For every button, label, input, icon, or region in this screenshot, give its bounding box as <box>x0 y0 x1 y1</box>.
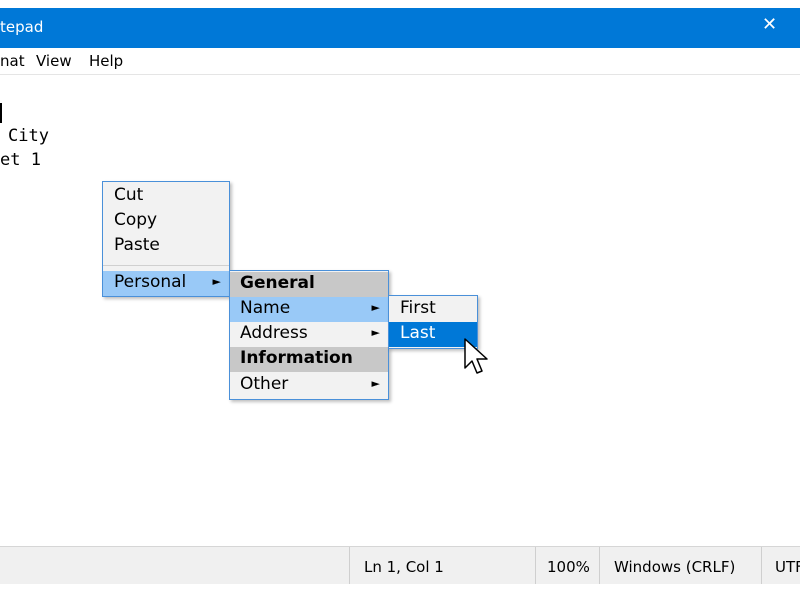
menu-item-label: First <box>400 298 436 318</box>
menu-item-last[interactable]: Last <box>389 322 477 347</box>
menu-help[interactable]: Help <box>89 52 124 70</box>
menu-item-label: Other <box>240 374 289 394</box>
menu-separator <box>103 265 229 266</box>
status-zoom-text: 100% <box>547 558 590 576</box>
status-position-text: Ln 1, Col 1 <box>364 558 444 576</box>
close-icon[interactable]: ✕ <box>762 14 778 35</box>
submenu-arrow-icon: ► <box>212 275 221 288</box>
menu-item-label: Last <box>400 323 436 343</box>
menu-item-copy[interactable]: Copy <box>103 209 229 234</box>
menu-item-label: Address <box>240 323 308 343</box>
status-line-ending-text: Windows (CRLF) <box>614 558 736 576</box>
status-bar: Ln 1, Col 1 100% Windows (CRLF) UTF <box>0 546 800 585</box>
menu-item-other[interactable]: Other ► <box>230 373 388 398</box>
window-title: tepad <box>0 18 44 36</box>
mouse-pointer-icon <box>464 338 488 374</box>
submenu-name: First Last <box>388 295 478 349</box>
title-bar: tepad ✕ <box>0 8 800 48</box>
submenu-arrow-icon: ► <box>371 301 380 314</box>
submenu-arrow-icon: ► <box>371 377 380 390</box>
editor-line: City <box>8 126 49 146</box>
editor-line: et 1 <box>0 150 41 170</box>
menu-header-information: Information <box>230 347 388 372</box>
status-line-ending: Windows (CRLF) <box>599 547 762 585</box>
context-menu: Cut Copy Paste Personal ► <box>102 181 230 297</box>
menu-item-personal[interactable]: Personal ► <box>103 271 229 296</box>
menu-item-label: Cut <box>114 185 144 205</box>
menu-header-label: Information <box>240 348 353 368</box>
text-caret <box>0 103 2 123</box>
menu-item-cut[interactable]: Cut <box>103 184 229 209</box>
status-zoom: 100% <box>535 547 600 585</box>
menu-item-label: Copy <box>114 210 158 230</box>
menu-item-first[interactable]: First <box>389 297 477 322</box>
menu-bar: nat View Help <box>0 48 800 75</box>
menu-item-paste[interactable]: Paste <box>103 234 229 259</box>
submenu-personal: General Name ► Address ► Information Oth… <box>229 270 389 400</box>
menu-header-label: General <box>240 273 315 293</box>
menu-item-address[interactable]: Address ► <box>230 322 388 347</box>
menu-item-name[interactable]: Name ► <box>230 297 388 322</box>
menu-item-label: Personal <box>114 272 187 292</box>
status-position: Ln 1, Col 1 <box>349 547 536 585</box>
menu-item-label: Paste <box>114 235 160 255</box>
menu-item-label: Name <box>240 298 291 318</box>
window-bottom-edge <box>0 584 800 600</box>
status-encoding: UTF <box>761 547 800 585</box>
menu-view[interactable]: View <box>36 52 72 70</box>
menu-format[interactable]: nat <box>0 52 25 70</box>
menu-header-general: General <box>230 272 388 297</box>
status-encoding-text: UTF <box>775 558 800 576</box>
submenu-arrow-icon: ► <box>371 326 380 339</box>
